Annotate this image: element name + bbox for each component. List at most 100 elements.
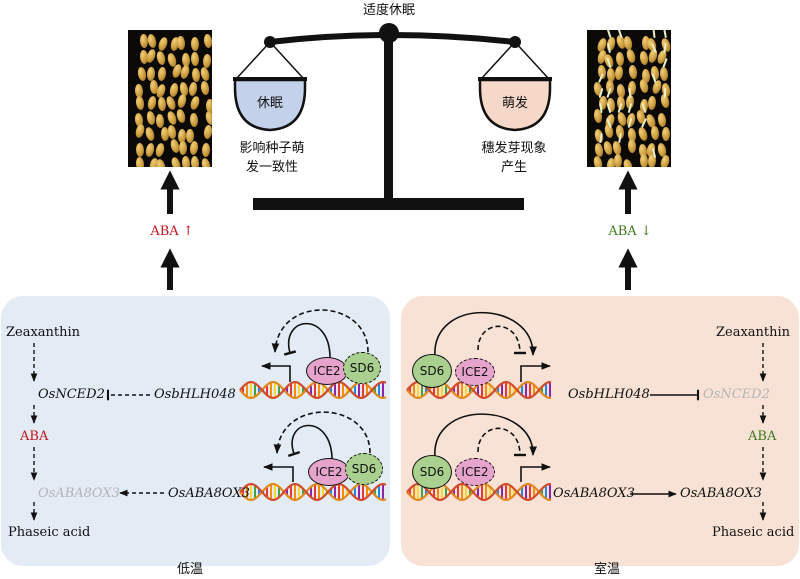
sprout [606, 30, 612, 39]
sd6-label: SD6 [419, 465, 445, 479]
rice-grain [135, 142, 145, 158]
rice-grain [146, 33, 158, 50]
dna-strand [406, 483, 551, 501]
ice2-protein-left-bottom: ICE2 [308, 458, 350, 486]
rice-grain [188, 140, 199, 156]
left-phaseic-acid: Phaseic acid [8, 525, 91, 540]
rice-grain [647, 95, 657, 111]
sd6-protein-left-bottom: SD6 [345, 453, 383, 485]
left-osbhlh048-gene: OsbHLH048 [154, 387, 236, 402]
rice-grain [167, 124, 178, 140]
rice-grain [613, 65, 624, 81]
rice-grain [622, 157, 634, 167]
rice-grain [165, 95, 178, 112]
sprout [652, 30, 656, 39]
rice-grain [189, 112, 199, 128]
right-osaba8ox3-enzyme: OsABA8OX3 [680, 486, 762, 501]
rice-grain [191, 36, 200, 52]
right-osaba8ox3-gene: OsABA8OX3 [553, 486, 635, 501]
scale-pivot [379, 23, 399, 43]
sd6-label: SD6 [351, 462, 377, 476]
sprout [662, 30, 667, 39]
dormancy-pan-label: 休眠 [256, 96, 284, 111]
rice-grain [636, 126, 649, 142]
figure-title: 适度休眠 [362, 3, 416, 18]
left-aba: ABA [20, 429, 49, 444]
left-zeaxanthin: Zeaxanthin [6, 325, 81, 340]
rice-grain [145, 48, 158, 65]
rice-grain [203, 124, 212, 140]
rice-grain [144, 126, 156, 143]
right-aba: ABA [748, 429, 777, 444]
dna-strand [239, 483, 387, 501]
rice-grain [200, 157, 212, 167]
scale-base [253, 198, 524, 210]
dormancy-pan [233, 78, 307, 132]
ice2-label: ICE2 [461, 465, 489, 479]
aba-decrease-label: ABA ↓ [608, 224, 652, 239]
rice-grain [144, 141, 156, 158]
room-temperature-label: 室温 [593, 562, 621, 577]
rice-grain [204, 109, 212, 126]
right-osnced2-gene: OsNCED2 [703, 387, 770, 402]
sd6-protein-right-bottom: SD6 [412, 455, 452, 489]
aba-increase-label: ABA ↑ [150, 224, 194, 239]
ice2-protein-right-bottom: ICE2 [455, 458, 495, 486]
left-osaba8ox3-gene: OsABA8OX3 [168, 486, 250, 501]
rice-grain [145, 110, 157, 126]
ice2-label: ICE2 [315, 465, 343, 479]
low-temperature-label: 低温 [176, 562, 204, 577]
ice2-protein-right-top: ICE2 [455, 358, 495, 386]
rice-grain [190, 155, 200, 167]
rice-grain [203, 33, 212, 49]
rice-grain [155, 158, 167, 167]
rice-grain [136, 66, 147, 82]
rice-grain [199, 66, 211, 82]
dna-strand [406, 381, 551, 399]
germination-effect-line1: 穗发芽现象 [481, 141, 547, 156]
rice-grain [190, 51, 200, 67]
rice-grain [202, 53, 212, 68]
germination-pan-label: 萌发 [501, 96, 529, 111]
rice-grain [627, 64, 638, 80]
sd6-protein-right-top: SD6 [412, 354, 452, 388]
scale-post [384, 35, 393, 200]
rice-grain [134, 95, 145, 112]
rice-grain [176, 93, 188, 109]
right-phaseic-acid: Phaseic acid [712, 525, 795, 540]
germination-pan [478, 78, 552, 132]
left-pan-string [236, 41, 304, 79]
rice-grain [155, 113, 165, 128]
dormant-panicle-photo [128, 30, 212, 167]
rice-grain [189, 95, 202, 112]
left-osaba8ox3-enzyme: OsABA8OX3 [38, 486, 120, 501]
ice2-protein-left-top: ICE2 [306, 357, 348, 385]
left-osnced2-gene: OsNCED2 [38, 387, 105, 402]
rice-grain [156, 66, 167, 82]
right-pathway-arrows [630, 343, 767, 521]
rice-grain [657, 112, 668, 128]
rice-grain [170, 155, 183, 167]
rice-grain [134, 156, 145, 167]
dormancy-effect-line1: 影响种子萌 [239, 141, 305, 156]
rice-grain [625, 48, 638, 65]
sd6-protein-left-top: SD6 [343, 352, 381, 384]
sd6-label: SD6 [419, 364, 445, 378]
rice-grain [592, 155, 604, 167]
rice-grain [650, 125, 660, 141]
right-pan-string [481, 41, 549, 79]
rice-grain [146, 95, 157, 111]
sprout [663, 87, 666, 99]
balance-scale [233, 23, 552, 210]
rice-grain [191, 67, 201, 83]
regulation-arrows [261, 309, 551, 482]
rice-grain [639, 153, 649, 167]
rice-grain [157, 96, 167, 111]
rice-grain [155, 49, 167, 66]
dna-strand [239, 381, 387, 399]
right-zeaxanthin: Zeaxanthin [716, 325, 791, 340]
rice-grain [627, 138, 637, 154]
germination-effect-line2: 产生 [500, 160, 528, 175]
sprouted-panicle-photo [587, 30, 671, 167]
